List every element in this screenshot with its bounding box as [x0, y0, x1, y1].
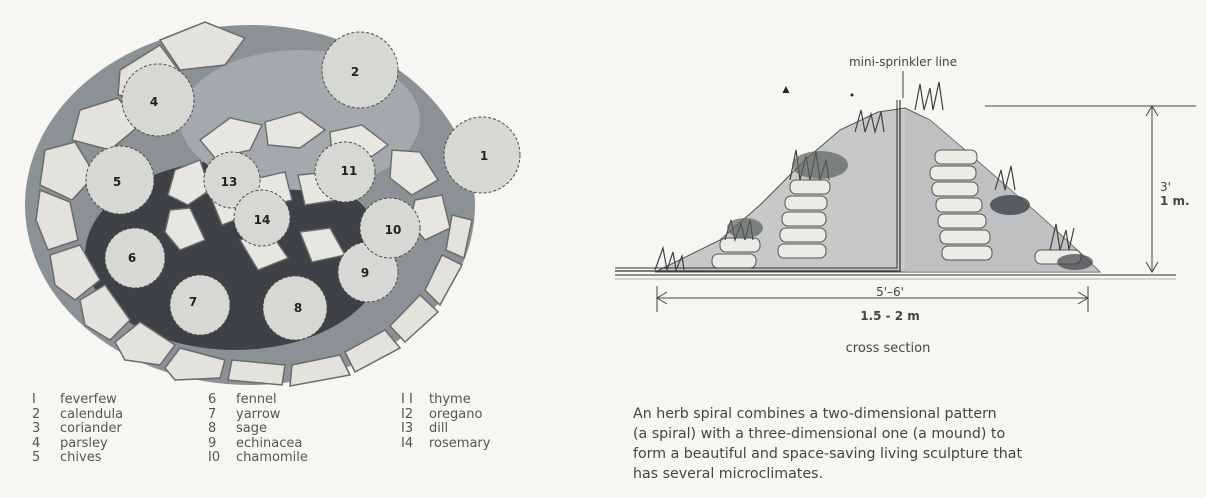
legend-name: thyme [429, 393, 471, 408]
plan-number-7: 7 [189, 295, 197, 309]
plan-number-14: 14 [254, 213, 271, 227]
legend-number: 4 [32, 437, 60, 452]
herb-clump-2 [322, 32, 398, 108]
legend-name: yarrow [236, 408, 280, 423]
svg-text:▲: ▲ [780, 82, 792, 96]
legend-name: chives [60, 451, 101, 466]
legend-name: rosemary [429, 437, 490, 452]
legend-number: I0 [208, 451, 236, 466]
plan-number-11: 11 [341, 164, 358, 178]
description-line: has several microclimates. [633, 464, 1193, 484]
legend-name: feverfew [60, 393, 117, 408]
plan-number-8: 8 [294, 301, 302, 315]
spiral-plan-view: 1 2 4 5 6 7 8 9 10 11 13 14 [25, 22, 520, 386]
legend-number: 8 [208, 422, 236, 437]
height-imperial-label: 3' [1160, 180, 1171, 194]
legend-name: echinacea [236, 437, 302, 452]
plan-number-9: 9 [361, 266, 369, 280]
description-line: (a spiral) with a three-dimensional one … [633, 424, 1193, 444]
plan-number-1: 1 [480, 149, 488, 163]
legend-number: 7 [208, 408, 236, 423]
width-imperial-label: 5'–6' [876, 285, 904, 299]
legend-name: fennel [236, 393, 277, 408]
plan-number-13: 13 [221, 175, 238, 189]
legend-number: I4 [401, 437, 429, 452]
legend-name: calendula [60, 408, 123, 423]
plan-number-5: 5 [113, 175, 121, 189]
legend-name: coriander [60, 422, 122, 437]
herb-clump-7 [170, 275, 230, 335]
cross-section-view: ▲ mini-sprinkler line 3' 1 m. 5'–6' 1.5 … [615, 55, 1196, 356]
legend-name: chamomile [236, 451, 308, 466]
description-line: An herb spiral combines a two-dimensiona… [633, 404, 1193, 424]
legend-number: 2 [32, 408, 60, 423]
legend-number: I2 [401, 408, 429, 423]
plan-number-6: 6 [128, 251, 136, 265]
legend-number: 6 [208, 393, 236, 408]
legend-number: 9 [208, 437, 236, 452]
sprinkler-label: mini-sprinkler line [849, 55, 957, 69]
legend-number: 5 [32, 451, 60, 466]
plan-number-10: 10 [385, 223, 402, 237]
cross-section-caption: cross section [846, 341, 931, 356]
description-line: form a beautiful and space-saving living… [633, 444, 1193, 464]
plan-number-2: 2 [351, 65, 359, 79]
height-metric-label: 1 m. [1160, 194, 1190, 208]
legend-name: dill [429, 422, 448, 437]
legend-name: oregano [429, 408, 482, 423]
legend-name: parsley [60, 437, 108, 452]
width-metric-label: 1.5 - 2 m [860, 309, 920, 323]
legend-number: I [32, 393, 60, 408]
legend-number: 3 [32, 422, 60, 437]
legend-number: I3 [401, 422, 429, 437]
description-paragraph: An herb spiral combines a two-dimensiona… [633, 404, 1193, 484]
legend-name: sage [236, 422, 267, 437]
legend-number: I I [401, 393, 429, 408]
plan-number-4: 4 [150, 95, 158, 109]
